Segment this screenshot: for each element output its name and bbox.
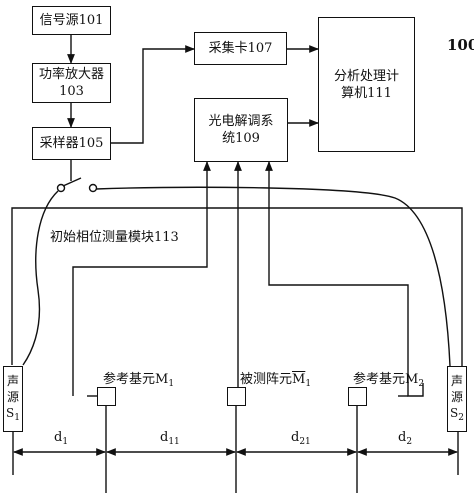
switch-contact-right: [88, 183, 98, 193]
signal-source-label: 信号源101: [39, 13, 104, 28]
sound-source-s1: 声 源 S1: [3, 366, 23, 432]
distance-d11-label: d11: [160, 430, 180, 447]
analysis-computer-label-2: 算机111: [341, 85, 392, 101]
capture-card-block: 采集卡107: [194, 32, 287, 65]
photoelectric-demod-label-2: 统109: [222, 131, 260, 146]
sampler-block: 采样器105: [32, 127, 111, 160]
ref-m1-label: 参考基元M1: [103, 372, 175, 389]
photoelectric-demod-block: 光电解调系 统109: [194, 98, 288, 162]
fiber-ref-m1: [72, 161, 211, 396]
switch-contact-left: [56, 183, 66, 193]
photoelectric-demod-label-1: 光电解调系: [208, 114, 274, 129]
capture-card-label: 采集卡107: [208, 41, 273, 56]
wire-switch-to-s1: [22, 190, 59, 366]
switch-blade: [62, 177, 82, 187]
reference-element-m1: [97, 387, 116, 406]
distance-d2-label: d2: [398, 430, 413, 447]
distance-d1-label: d1: [54, 430, 69, 447]
distance-d21-label: d21: [291, 430, 311, 447]
ref-m2-label: 参考基元M2: [353, 372, 425, 389]
measured-element-label: 被测阵元M1: [240, 372, 312, 389]
reference-element-m2: [348, 387, 367, 406]
fiber-ref-m2: [265, 161, 424, 397]
arrow-sampler-to-capture: [111, 45, 195, 144]
sound-source-s2: 声 源 S2: [447, 366, 467, 432]
wire-switch-to-s2: [95, 186, 451, 367]
power-amplifier-block: 功率放大器 103: [32, 63, 111, 103]
power-amplifier-label-2: 103: [59, 84, 84, 99]
sampler-label: 采样器105: [39, 136, 104, 151]
power-amplifier-label-1: 功率放大器: [38, 67, 104, 82]
wire-module-bracket: [11, 207, 463, 366]
analysis-computer-label-1: 分析处理计: [333, 68, 399, 84]
analysis-computer-block: 分析处理计 算机111: [318, 17, 415, 152]
measured-element: [227, 387, 246, 406]
initial-phase-module-label: 初始相位测量模块113: [50, 230, 179, 245]
signal-source-block: 信号源101: [32, 6, 111, 35]
figure-ref-number: 100: [447, 36, 474, 54]
